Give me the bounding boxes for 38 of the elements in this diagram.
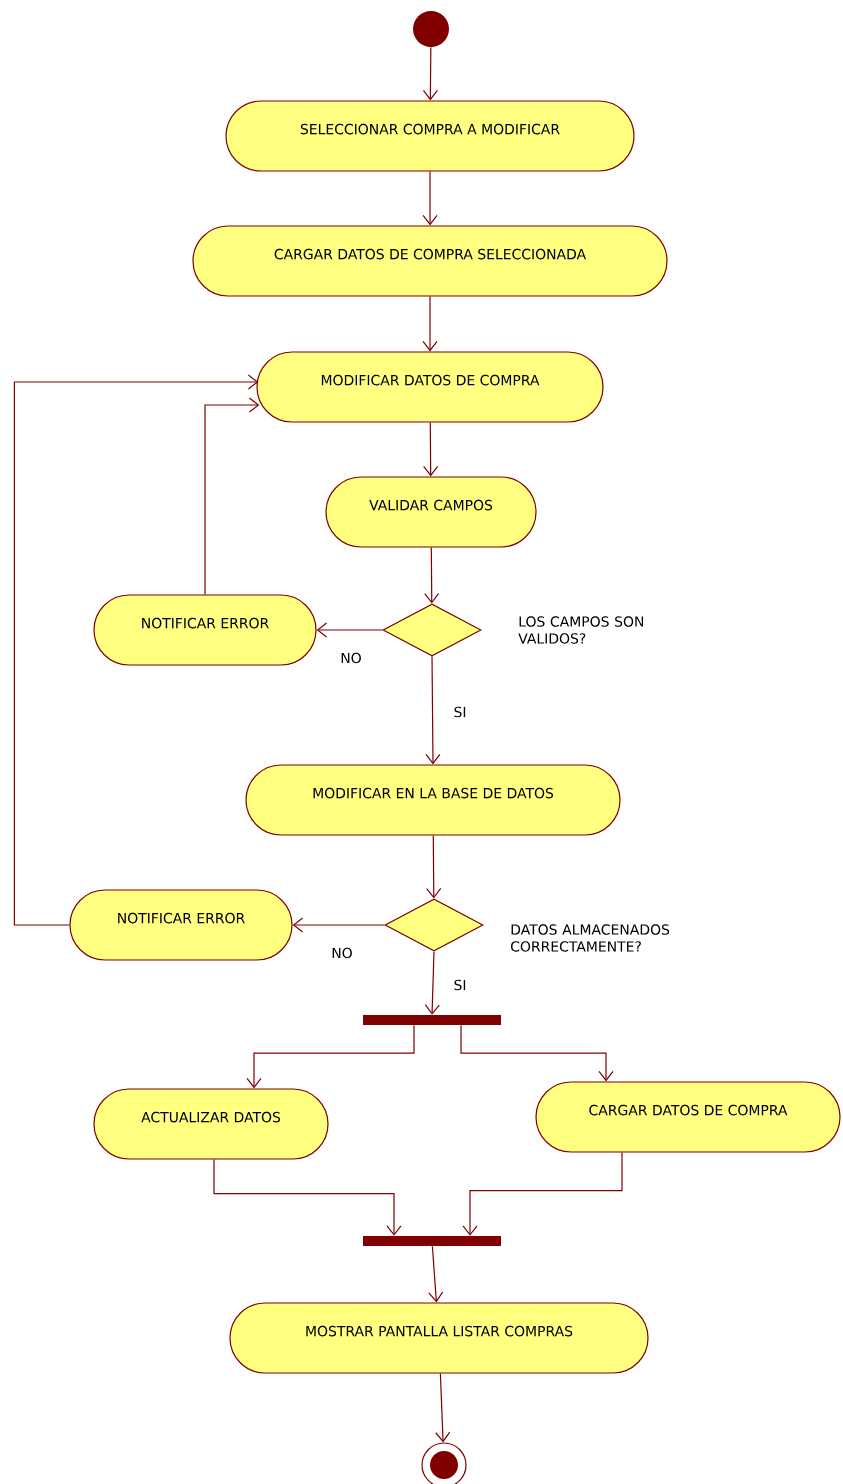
- arrow: [292, 917, 385, 933]
- sync-bar: [363, 1236, 501, 1246]
- arrow: [422, 171, 438, 226]
- arrow: [462, 1152, 623, 1236]
- condition-text: DATOS ALMACENADOS CORRECTAMENTE?: [511, 924, 670, 952]
- sync-bar: [363, 1015, 501, 1025]
- arrow: [423, 422, 439, 477]
- arrow: [426, 835, 442, 899]
- arrow: [422, 296, 438, 352]
- arrow: [425, 656, 441, 765]
- arrow: [422, 46, 439, 101]
- condition-text: LOS CAMPOS SON VALIDOS?: [518, 616, 644, 644]
- action-box: CARGAR DATOS DE COMPRA SELECCIONADA: [192, 225, 668, 297]
- action-box: MODIFICAR DATOS DE COMPRA: [256, 351, 604, 423]
- arrow: [424, 547, 440, 604]
- arrow: [246, 1024, 415, 1089]
- action-box: ACTUALIZAR DATOS: [93, 1088, 329, 1160]
- edge-label: SI: [452, 978, 468, 992]
- action-box: NOTIFICAR ERROR: [93, 594, 317, 666]
- arrow: [316, 622, 383, 638]
- action-box: NOTIFICAR ERROR: [69, 889, 293, 961]
- arrow: [13, 374, 259, 926]
- edge-label: NO: [339, 651, 363, 665]
- arrow: [424, 951, 440, 1015]
- edge-label: NO: [330, 946, 354, 960]
- edge-label: SI: [452, 705, 468, 719]
- action-box: CARGAR DATOS DE COMPRA: [535, 1081, 841, 1153]
- start-node: [413, 11, 449, 47]
- action-box: MODIFICAR EN LA BASE DE DATOS: [245, 764, 621, 836]
- action-box: SELECCIONAR COMPRA A MODIFICAR: [225, 100, 635, 172]
- arrow: [204, 397, 260, 595]
- arrow: [435, 1373, 451, 1443]
- action-box: VALIDAR CAMPOS: [325, 476, 537, 548]
- arrow: [213, 1159, 402, 1236]
- action-box: MOSTRAR PANTALLA LISTAR COMPRAS: [229, 1302, 649, 1374]
- arrow: [460, 1024, 614, 1082]
- end-node: [421, 1442, 467, 1484]
- arrow: [428, 1245, 444, 1303]
